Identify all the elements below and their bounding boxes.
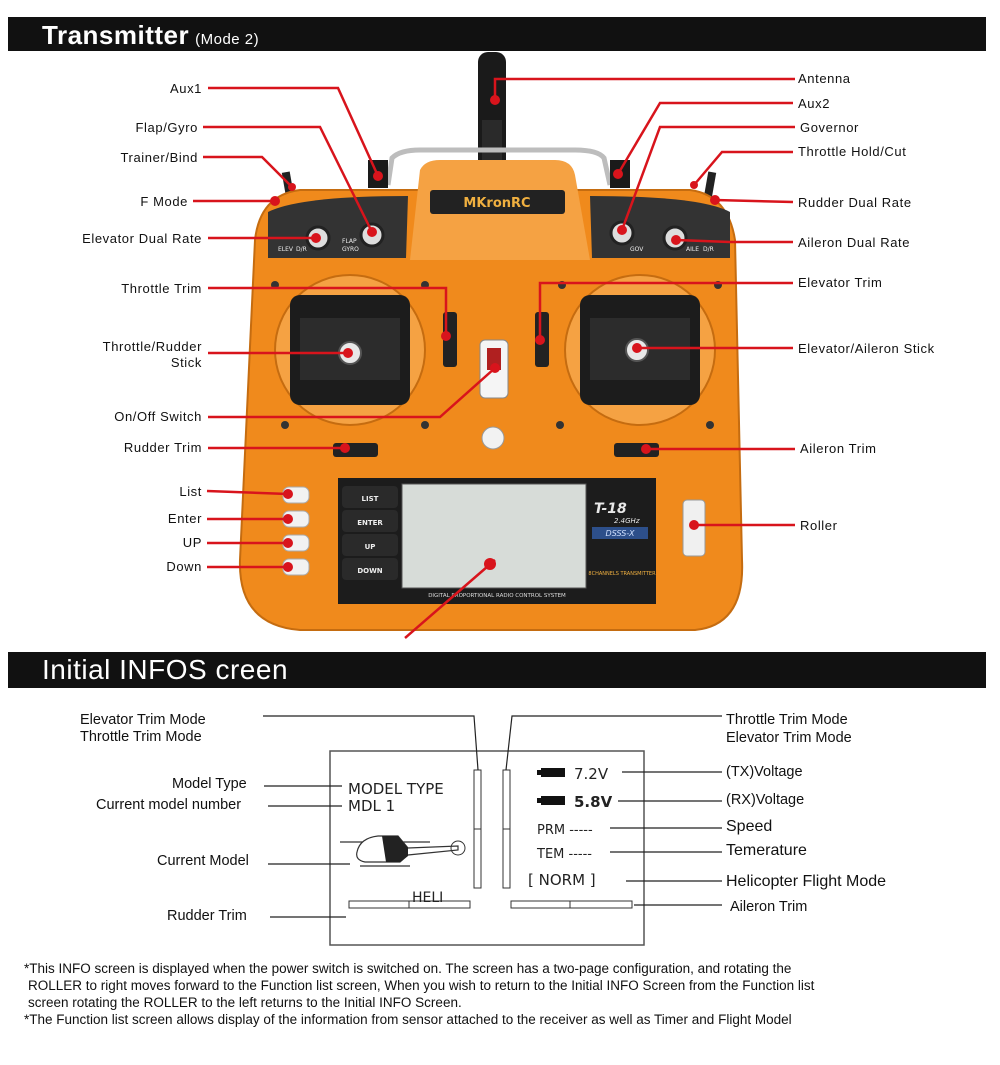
transmitter-illustration: MKronRC ELEV D/R FLAP GYRO GOV AILE D/R … bbox=[193, 52, 795, 639]
label-on-off-switch: On/Off Switch bbox=[114, 409, 202, 424]
screen-prm: PRM ----- bbox=[537, 823, 593, 838]
panel-flap-text: FLAP bbox=[342, 238, 357, 245]
btn-enter-text: ENTER bbox=[357, 519, 383, 527]
label-enter: Enter bbox=[167, 511, 202, 526]
dsss-badge bbox=[592, 527, 648, 539]
info-leader-lines bbox=[263, 715, 722, 918]
label-throttle-rudder-stick-1: Throttle/Rudder bbox=[102, 339, 202, 354]
panel-gyro-text: GYRO bbox=[342, 246, 359, 253]
system-text: DSSS-X bbox=[606, 529, 635, 538]
info-label-rx-voltage: (RX)Voltage bbox=[726, 792, 805, 808]
aileron-trim-bar bbox=[510, 900, 633, 909]
info-label-model-type: Model Type bbox=[172, 776, 247, 792]
info-label-elevator-trim-mode-right: Elevator Trim Mode bbox=[726, 730, 852, 746]
panel-dr2-text: D/R bbox=[703, 246, 714, 253]
leader-dots bbox=[270, 95, 720, 572]
leader-lines bbox=[193, 77, 795, 639]
brand-text: MKronRC bbox=[463, 196, 530, 211]
label-throttle-hold-cut: Throttle Hold/Cut bbox=[798, 144, 907, 159]
tx-battery-icon bbox=[541, 768, 565, 777]
info-label-current-model-number: Current model number bbox=[96, 797, 242, 813]
label-elevator-aileron-stick: Elevator/Aileron Stick bbox=[798, 341, 935, 356]
info-label-aileron-trim: Aileron Trim bbox=[730, 899, 808, 915]
footnote-line: *This INFO screen is displayed when the … bbox=[24, 961, 792, 976]
footer-text: DIGITAL PROPORTIONAL RADIO CONTROL SYSTE… bbox=[428, 593, 566, 599]
screen-mode: [ NORM ] bbox=[528, 871, 596, 889]
model-name-text: T-18 bbox=[594, 501, 627, 517]
rx-battery-icon bbox=[541, 796, 565, 805]
info-label-throttle-trim-mode: Throttle Trim Mode bbox=[80, 729, 202, 745]
brand-plate bbox=[430, 190, 565, 214]
screen-tem: TEM ----- bbox=[536, 847, 592, 862]
footnote-line: ROLLER to right moves forward to the Fun… bbox=[28, 978, 815, 993]
info-label-temperature: Temerature bbox=[726, 842, 807, 859]
label-throttle-rudder-stick-2: Stick bbox=[170, 355, 202, 370]
panel-dr-text: D/R bbox=[296, 246, 307, 253]
transmitter-banner: Transmitter(Mode 2) bbox=[8, 17, 986, 51]
label-rudder-dual-rate: Rudder Dual Rate bbox=[798, 195, 912, 210]
menu-buttons bbox=[342, 486, 398, 580]
screen-tx-voltage: 7.2V bbox=[574, 765, 609, 783]
channels-text: 8CHANNELS TRANSMITTER bbox=[588, 571, 656, 577]
rudder-trim-bar bbox=[348, 900, 471, 909]
screen-model-name: HELI bbox=[412, 890, 443, 906]
footnote-line: *The Function list screen allows display… bbox=[24, 1012, 792, 1027]
label-aileron-trim: Aileron Trim bbox=[800, 441, 877, 456]
info-label-rudder-trim: Rudder Trim bbox=[167, 908, 247, 924]
label-f-mode: F Mode bbox=[140, 194, 188, 209]
transmitter-title: Transmitter(Mode 2) bbox=[42, 20, 260, 50]
label-rudder-trim: Rudder Trim bbox=[123, 440, 202, 455]
info-label-speed: Speed bbox=[726, 818, 773, 835]
panel-elev-text: ELEV bbox=[278, 246, 294, 253]
label-throttle-trim: Throttle Trim bbox=[121, 281, 202, 296]
transmitter-subtitle: (Mode 2) bbox=[195, 31, 260, 48]
label-antenna: Antenna bbox=[798, 71, 851, 86]
label-trainer-bind: Trainer/Bind bbox=[120, 150, 198, 165]
label-aux2: Aux2 bbox=[798, 96, 831, 111]
info-label-throttle-trim-mode-right: Throttle Trim Mode bbox=[726, 712, 848, 728]
btn-down-text: DOWN bbox=[357, 567, 382, 575]
label-aux1: Aux1 bbox=[169, 81, 202, 96]
helicopter-icon bbox=[340, 835, 466, 867]
elevator-trim-bar bbox=[473, 769, 482, 889]
info-label-flight-mode: Helicopter Flight Mode bbox=[726, 873, 887, 890]
handle bbox=[385, 147, 613, 186]
info-label-elevator-trim-mode: Elevator Trim Mode bbox=[80, 712, 206, 728]
label-up: UP bbox=[182, 535, 202, 550]
lcd-screen bbox=[401, 483, 587, 589]
label-flap-gyro: Flap/Gyro bbox=[135, 120, 198, 135]
label-aileron-dual-rate: Aileron Dual Rate bbox=[798, 235, 911, 250]
screen-rx-voltage: 5.8V bbox=[574, 793, 613, 811]
label-list: List bbox=[179, 484, 202, 499]
screen-model-type: MODEL TYPE bbox=[348, 780, 444, 798]
label-governor: Governor bbox=[800, 120, 859, 135]
lcd-outline bbox=[329, 750, 645, 946]
panel-gov-text: GOV bbox=[630, 246, 644, 253]
info-label-current-model: Current Model bbox=[157, 853, 249, 869]
btn-list-text: LIST bbox=[362, 495, 379, 503]
label-down: Down bbox=[166, 559, 202, 574]
rudder-trim bbox=[333, 443, 378, 457]
label-elevator-dual-rate: Elevator Dual Rate bbox=[82, 231, 202, 246]
label-elevator-trim: Elevator Trim bbox=[798, 275, 883, 290]
btn-up-text: UP bbox=[365, 543, 376, 551]
throttle-hold-switch bbox=[703, 171, 717, 199]
label-roller: Roller bbox=[800, 518, 838, 533]
footnote-line: screen rotating the ROLLER to the left r… bbox=[28, 995, 462, 1010]
info-screen-banner: Initial INFOS creen bbox=[8, 652, 986, 688]
panel-aile-text: AILE bbox=[686, 246, 699, 253]
screen-model-number: MDL 1 bbox=[348, 797, 395, 815]
info-screen-title: Initial INFOS creen bbox=[42, 654, 289, 685]
footnotes: *This INFO screen is displayed when the … bbox=[24, 960, 994, 1028]
info-label-tx-voltage: (TX)Voltage bbox=[726, 764, 803, 780]
band-text: 2.4GHz bbox=[614, 517, 640, 525]
power-led bbox=[481, 426, 505, 450]
throttle-trim-bar bbox=[502, 769, 511, 889]
